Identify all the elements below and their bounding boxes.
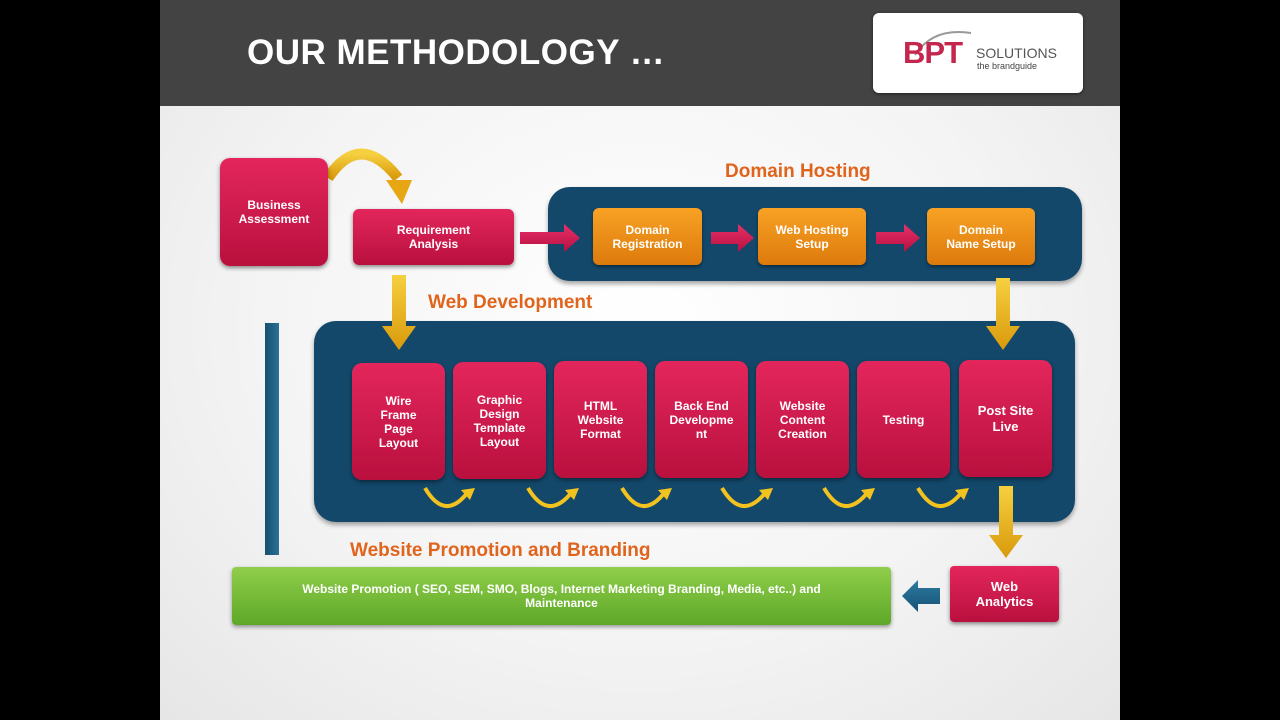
flow-arrows xyxy=(323,148,1023,612)
html-format-step: HTML Website Format xyxy=(554,361,647,478)
logo-brand-suffix: SOLUTIONS xyxy=(976,45,1057,61)
down-arrow-icon xyxy=(989,486,1023,558)
left-arrow-icon xyxy=(902,580,940,612)
graphic-design-step: Graphic Design Template Layout xyxy=(453,362,546,479)
company-logo: BPT SOLUTIONS the brandguide xyxy=(873,13,1083,93)
logo-swoosh-icon xyxy=(914,31,972,56)
curved-arrow-head-icon xyxy=(386,180,412,204)
loop-arrow-icon xyxy=(526,486,574,509)
website-promotion-step: Website Promotion ( SEO, SEM, SMO, Blogs… xyxy=(232,567,891,625)
right-arrow-icon xyxy=(876,224,920,252)
feedback-bar xyxy=(265,323,279,555)
logo-tagline: the brandguide xyxy=(977,61,1038,71)
logo-brand: BPT xyxy=(903,35,963,70)
loop-arrow-icon xyxy=(720,486,768,509)
back-end-step: Back End Developme nt xyxy=(655,361,748,478)
post-site-live-step: Post Site Live xyxy=(959,360,1052,477)
testing-step: Testing xyxy=(857,361,950,478)
loop-arrow-icon xyxy=(822,486,870,509)
business-assessment-step: Business Assessment xyxy=(220,158,328,266)
slide-header: OUR METHODOLOGY … BPT SOLUTIONS the bran… xyxy=(160,0,1120,106)
loop-arrow-icon xyxy=(916,486,964,509)
methodology-slide: OUR METHODOLOGY … BPT SOLUTIONS the bran… xyxy=(160,0,1120,720)
down-arrow-icon xyxy=(986,278,1020,350)
domain-name-setup-step: Domain Name Setup xyxy=(927,208,1035,265)
requirement-analysis-step: Requirement Analysis xyxy=(353,209,514,265)
right-arrow-icon xyxy=(711,224,754,252)
domain-hosting-label: Domain Hosting xyxy=(725,161,871,182)
wire-frame-step: Wire Frame Page Layout xyxy=(352,363,445,480)
promotion-label: Website Promotion and Branding xyxy=(350,540,651,561)
curved-arrow-icon xyxy=(323,148,403,182)
slide-title: OUR METHODOLOGY … xyxy=(247,33,666,72)
right-arrow-icon xyxy=(520,224,580,252)
content-creation-step: Website Content Creation xyxy=(756,361,849,478)
web-analytics-step: Web Analytics xyxy=(950,566,1059,622)
web-development-label: Web Development xyxy=(428,292,593,313)
web-hosting-setup-step: Web Hosting Setup xyxy=(758,208,866,265)
domain-registration-step: Domain Registration xyxy=(593,208,702,265)
down-arrow-icon xyxy=(382,275,416,350)
loop-arrow-icon xyxy=(620,486,667,509)
loop-arrow-icon xyxy=(423,486,470,509)
